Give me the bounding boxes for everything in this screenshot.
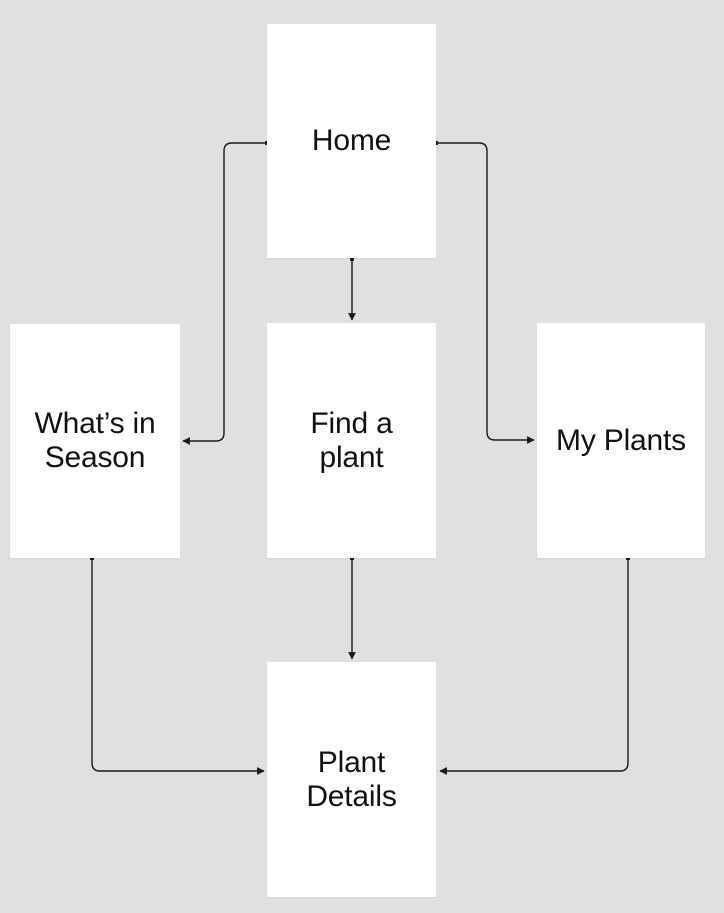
node-find-a-plant-label: Find a plant <box>310 406 393 474</box>
node-home[interactable]: Home <box>267 24 436 258</box>
edge-whats-in-season-to-plant-details <box>90 556 265 775</box>
node-find-a-plant[interactable]: Find a plant <box>267 323 436 558</box>
node-my-plants-label: My Plants <box>556 423 686 457</box>
node-my-plants[interactable]: My Plants <box>537 323 705 558</box>
edge-home-to-whats-in-season <box>182 141 269 445</box>
node-home-label: Home <box>311 124 392 157</box>
edge-my-plants-to-plant-details <box>439 556 630 775</box>
node-plant-details-label: Plant Details <box>306 745 397 813</box>
edge-home-to-my-plants <box>434 141 535 444</box>
node-whats-in-season-label: What’s in Season <box>34 407 156 474</box>
node-plant-details[interactable]: Plant Details <box>267 662 436 897</box>
node-whats-in-season[interactable]: What’s in Season <box>10 324 180 558</box>
